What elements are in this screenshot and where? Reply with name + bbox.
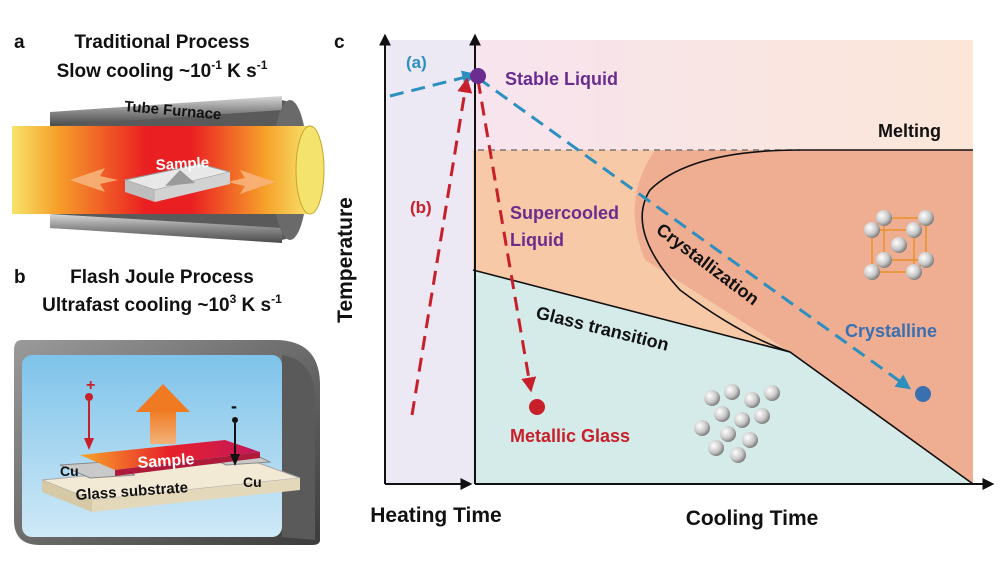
path-b-label: (b) bbox=[410, 198, 432, 217]
path-a-heating-arrow bbox=[389, 70, 478, 98]
glass-transition-line bbox=[472, 269, 974, 485]
panel-b-title: Flash Joule Process bbox=[70, 267, 254, 288]
stable-liquid-label: Stable Liquid bbox=[505, 69, 618, 89]
supercooled-liquid-label-line2: Liquid bbox=[510, 230, 564, 250]
y-axis-label: Temperature bbox=[334, 197, 357, 323]
metallic-glass-point bbox=[529, 399, 545, 415]
panel-a-letter: a bbox=[14, 32, 25, 53]
path-b-cooling-arrow bbox=[476, 79, 537, 393]
panel-a-sample-label: Sample bbox=[155, 154, 209, 174]
melting-label: Melting bbox=[878, 121, 941, 141]
stable-liquid-point bbox=[470, 68, 486, 84]
x-axis-heating-label: Heating Time bbox=[370, 504, 501, 527]
panel-a: a Traditional Process Slow cooling ~10-1… bbox=[12, 32, 325, 243]
positive-terminal-label: + bbox=[86, 377, 95, 394]
flash-joule-illustration bbox=[14, 340, 320, 545]
negative-terminal-label: - bbox=[231, 396, 237, 416]
metallic-glass-label: Metallic Glass bbox=[510, 426, 630, 446]
heating-region bbox=[385, 40, 473, 484]
cu-right-label: Cu bbox=[243, 474, 262, 490]
cu-left-label: Cu bbox=[60, 463, 79, 479]
supercooled-region bbox=[473, 150, 790, 352]
panel-c: c Temperature Heating Time Cooling Time … bbox=[334, 32, 995, 530]
panel-a-subtitle: Slow cooling ~10-1 K s-1 bbox=[57, 58, 268, 82]
supercooled-liquid-label-line1: Supercooled bbox=[510, 203, 619, 223]
crystal-lattice-icon bbox=[864, 210, 934, 280]
path-b-heating-arrow bbox=[410, 77, 473, 416]
panel-b-letter: b bbox=[14, 267, 26, 288]
path-a-label: (a) bbox=[406, 53, 427, 72]
crystallization-curve bbox=[641, 149, 801, 353]
tube-furnace-illustration bbox=[12, 96, 325, 243]
x-axis-cooling-label: Cooling Time bbox=[686, 507, 819, 530]
amorphous-atoms-icon bbox=[694, 384, 780, 463]
crystalline-region bbox=[634, 150, 973, 484]
panel-b: b Flash Joule Process Ultrafast cooling … bbox=[14, 267, 320, 545]
panel-b-sample-label: Sample bbox=[137, 451, 195, 472]
panel-a-title: Traditional Process bbox=[74, 32, 249, 53]
crystalline-label: Crystalline bbox=[845, 321, 937, 341]
panel-b-subtitle: Ultrafast cooling ~103 K s-1 bbox=[42, 292, 282, 316]
crystalline-point bbox=[915, 386, 931, 402]
glass-region bbox=[473, 270, 973, 484]
panel-c-letter: c bbox=[334, 32, 345, 53]
